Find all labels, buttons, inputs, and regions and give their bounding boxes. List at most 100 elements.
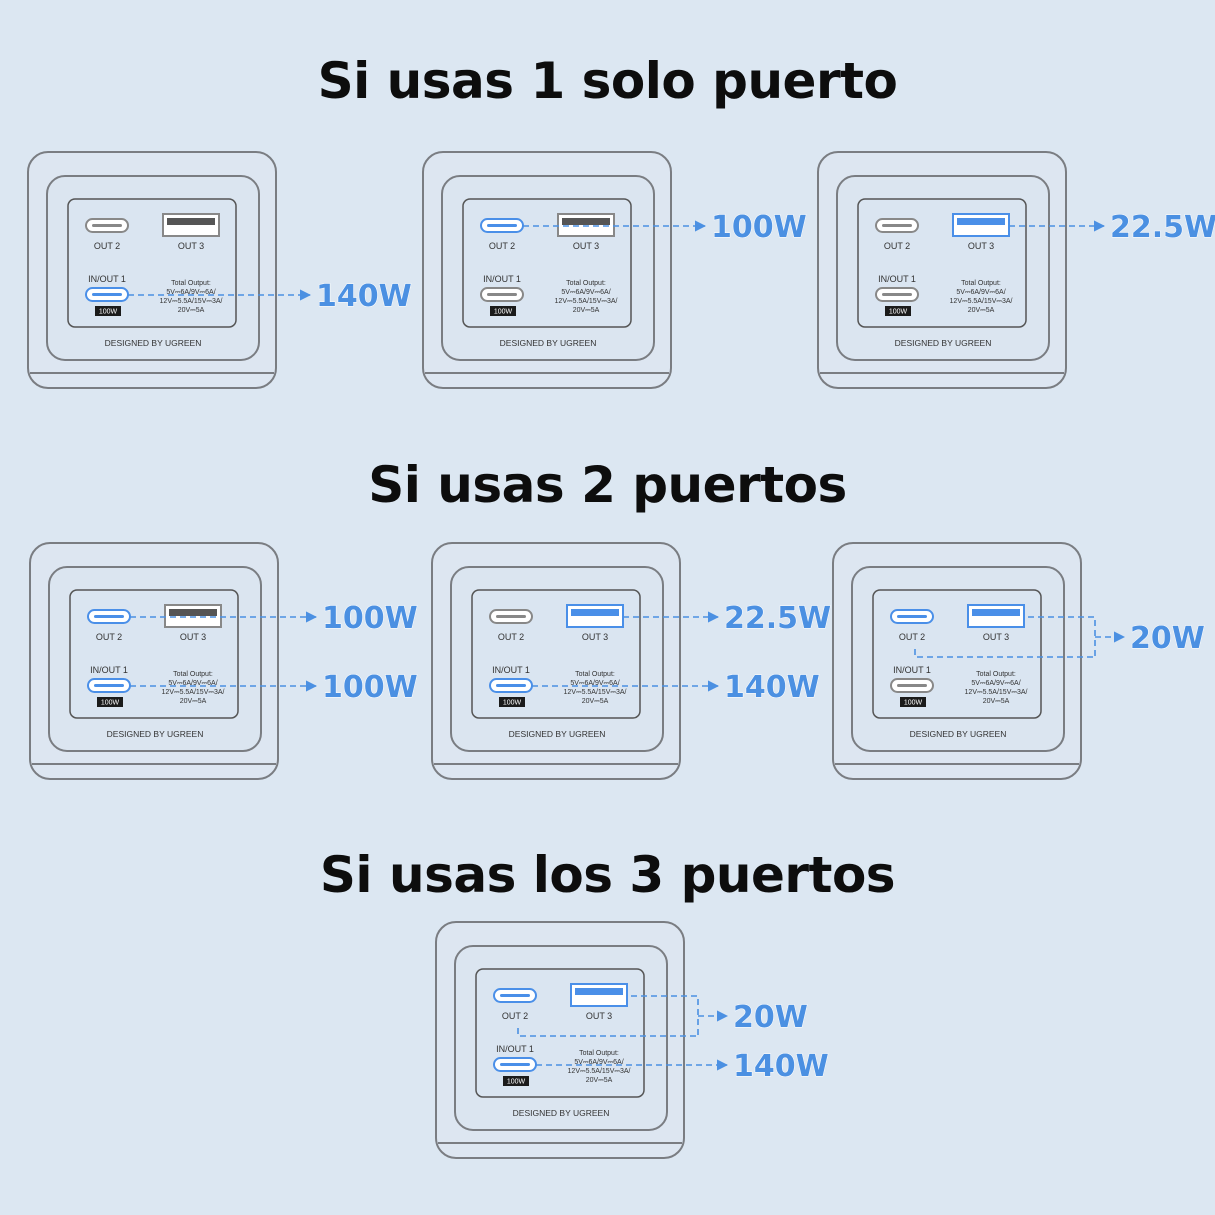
port-out3-label: OUT 3 [586, 1011, 612, 1021]
spec-line-3: 12V⎓5.5A/15V⎓3A/ [950, 298, 1013, 305]
power-badge-text: 100W [889, 309, 908, 316]
port-inout1-label: IN/OUT 1 [893, 665, 931, 675]
spec-line-3: 12V⎓5.5A/15V⎓3A/ [555, 298, 618, 305]
power-badge-text: 100W [101, 700, 120, 707]
spec-line-3: 12V⎓5.5A/15V⎓3A/ [564, 689, 627, 696]
spec-line-2: 5V⎓6A/9V⎓6A/ [561, 289, 610, 296]
spec-line-2: 5V⎓6A/9V⎓6A/ [570, 680, 619, 687]
heading-single-port: Si usas 1 solo puerto [317, 52, 898, 110]
brand-text: DESIGNED BY UGREEN [895, 338, 992, 348]
port-out2-usbc-slot [897, 615, 927, 618]
brand-text: DESIGNED BY UGREEN [910, 729, 1007, 739]
power-badge [490, 306, 516, 316]
port-out3-usba-slot [167, 218, 215, 225]
port-inout1-usbc-slot [500, 1063, 530, 1066]
spec-line-3: 12V⎓5.5A/15V⎓3A/ [568, 1068, 631, 1075]
port-inout1-usbc-slot [487, 293, 517, 296]
power-badge-text: 100W [507, 1079, 526, 1086]
port-out2-usbc-slot [487, 224, 517, 227]
output-watt-label: 22.5W [1110, 210, 1215, 245]
output-watt-label: 22.5W [724, 601, 831, 636]
port-out2-label: OUT 2 [899, 632, 925, 642]
power-badge-text: 100W [503, 700, 522, 707]
port-out2-label: OUT 2 [94, 241, 120, 251]
port-out2-usbc-slot [496, 615, 526, 618]
port-inout1-label: IN/OUT 1 [483, 274, 521, 284]
port-inout1-label: IN/OUT 1 [878, 274, 916, 284]
port-out3-label: OUT 3 [180, 632, 206, 642]
power-badge [885, 306, 911, 316]
spec-line-4: 20V⎓5A [582, 698, 609, 705]
spec-line-1: Total Output: [173, 671, 213, 678]
spec-line-1: Total Output: [575, 671, 615, 678]
power-badge [499, 697, 525, 707]
power-bracket-7-bottom [517, 1028, 698, 1037]
port-out2-label: OUT 2 [502, 1011, 528, 1021]
power-badge [95, 306, 121, 316]
output-watt-label: 140W [724, 670, 820, 705]
spec-line-2: 5V⎓6A/9V⎓6A/ [971, 680, 1020, 687]
charger-device-5: OUT 2 OUT 3 IN/OUT 1 100W Total Output: 5V⎓6A… [431, 542, 681, 780]
brand-text: DESIGNED BY UGREEN [509, 729, 606, 739]
port-out3-usba-slot [972, 609, 1020, 616]
power-badge-text: 100W [99, 309, 118, 316]
port-inout1-label: IN/OUT 1 [492, 665, 530, 675]
spec-line-4: 20V⎓5A [573, 307, 600, 314]
port-out2-usbc-slot [94, 615, 124, 618]
port-inout1-label: IN/OUT 1 [90, 665, 128, 675]
power-bracket-7-top [631, 995, 699, 1036]
port-out3-label: OUT 3 [983, 632, 1009, 642]
port-inout1-usbc-slot [882, 293, 912, 296]
spec-line-4: 20V⎓5A [178, 307, 205, 314]
output-watt-label: 20W [733, 1000, 808, 1035]
spec-line-2: 5V⎓6A/9V⎓6A/ [168, 680, 217, 687]
power-badge-text: 100W [494, 309, 513, 316]
charger-device-4: OUT 2 OUT 3 IN/OUT 1 100W Total Output: 5V⎓6A… [29, 542, 279, 780]
output-watt-label: 140W [316, 279, 412, 314]
power-bracket-6-bottom [914, 649, 1095, 658]
port-out3-usba-slot [169, 609, 217, 616]
spec-line-2: 5V⎓6A/9V⎓6A/ [956, 289, 1005, 296]
port-out3-usba-slot [571, 609, 619, 616]
port-inout1-usbc-slot [92, 293, 122, 296]
power-badge [900, 697, 926, 707]
port-out2-usbc-slot [92, 224, 122, 227]
power-badge [97, 697, 123, 707]
output-watt-label: 20W [1130, 621, 1205, 656]
spec-line-4: 20V⎓5A [180, 698, 207, 705]
heading-two-ports: Si usas 2 puertos [368, 456, 847, 514]
port-out3-label: OUT 3 [573, 241, 599, 251]
port-inout1-usbc-slot [897, 684, 927, 687]
port-out3-usba-slot [957, 218, 1005, 225]
heading-three-ports: Si usas los 3 puertos [319, 846, 896, 904]
spec-line-2: 5V⎓6A/9V⎓6A/ [166, 289, 215, 296]
port-out2-usbc-slot [500, 994, 530, 997]
spec-line-4: 20V⎓5A [586, 1077, 613, 1084]
spec-line-1: Total Output: [566, 280, 606, 287]
port-inout1-usbc-slot [496, 684, 526, 687]
port-out2-label: OUT 2 [884, 241, 910, 251]
port-out2-usbc-slot [882, 224, 912, 227]
port-inout1-label: IN/OUT 1 [496, 1044, 534, 1054]
port-out3-usba-slot [575, 988, 623, 995]
output-watt-label: 100W [322, 670, 418, 705]
port-out3-usba-slot [562, 218, 610, 225]
port-out2-label: OUT 2 [489, 241, 515, 251]
spec-line-1: Total Output: [976, 671, 1016, 678]
port-out2-label: OUT 2 [498, 632, 524, 642]
spec-line-3: 12V⎓5.5A/15V⎓3A/ [160, 298, 223, 305]
power-badge-text: 100W [904, 700, 923, 707]
output-watt-label: 140W [733, 1049, 829, 1084]
spec-line-4: 20V⎓5A [968, 307, 995, 314]
power-badge [503, 1076, 529, 1086]
spec-line-3: 12V⎓5.5A/15V⎓3A/ [965, 689, 1028, 696]
brand-text: DESIGNED BY UGREEN [513, 1108, 610, 1118]
spec-line-1: Total Output: [579, 1050, 619, 1057]
port-out3-label: OUT 3 [582, 632, 608, 642]
port-out2-label: OUT 2 [96, 632, 122, 642]
brand-text: DESIGNED BY UGREEN [500, 338, 597, 348]
